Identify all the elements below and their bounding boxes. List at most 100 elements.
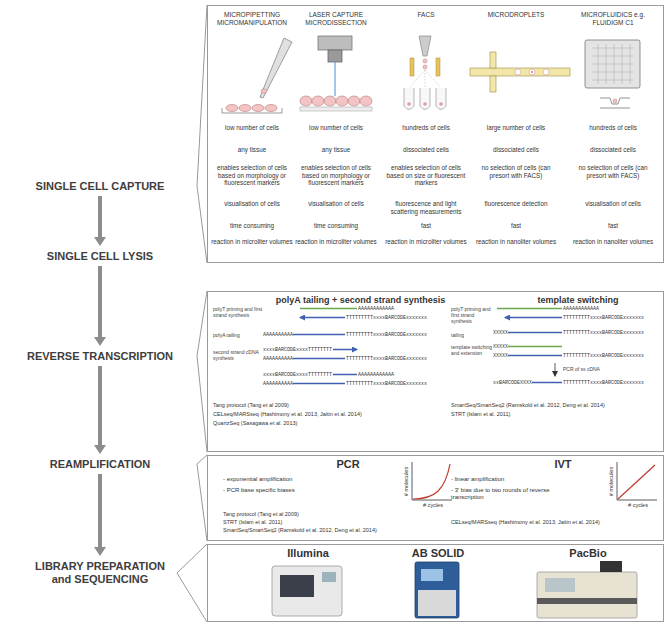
panel-text: TTTTTTTTTxxxxBARCODExxxxxxx (563, 315, 644, 322)
arrow-shaft (98, 266, 102, 338)
slide (300, 107, 372, 111)
panel-text: any tissue (294, 146, 378, 154)
panel-text: reaction in nanoliter volumes (571, 238, 655, 246)
panel-text: AAAAAAAAAAAA (358, 306, 394, 313)
panel-text: # cycles (413, 502, 453, 509)
cdna-strand (293, 383, 345, 385)
cell (300, 96, 312, 106)
bracket-line (177, 544, 207, 622)
panel-text: xxxxBARCODExxxxTTTTTTTT (263, 347, 332, 354)
arrow-head (94, 547, 106, 556)
panel-text: enables selection of cells based on morp… (210, 164, 294, 187)
laser-lens (328, 50, 342, 62)
cdna-strand (508, 355, 562, 357)
sequencer-stripe (537, 598, 637, 604)
panel-text: low number of cells (294, 124, 378, 132)
panel-text: xxBARCODEXXXX (493, 380, 532, 387)
panel-text: TTTTTTTTTxxxxBARCODExxxxxxx (563, 353, 644, 360)
panel-text: CELseq/MARSseq (Hashimony et al. 2013, J… (451, 519, 600, 526)
cell (423, 102, 427, 106)
panel-text: SmartSeq/SmartSeq2 (Ramskold et al. 2012… (451, 402, 605, 409)
mrna-strand (497, 308, 562, 310)
sequencer-screen (600, 561, 622, 572)
arrow-head (94, 337, 106, 346)
panel-text: - linear amplification (451, 476, 571, 483)
sequencer-illumina (272, 566, 342, 616)
cdna-strand (505, 317, 562, 319)
cell (324, 96, 336, 106)
arrow-head (94, 237, 106, 246)
panel-text: - exponential amplification (223, 476, 393, 483)
panel-text: Illumina (263, 547, 353, 560)
tube (436, 88, 446, 110)
panel-text: STRT (Islam et al. 2011) (451, 411, 510, 418)
tube (404, 88, 414, 110)
inlet (490, 76, 496, 92)
panel-text: low number of cells (210, 124, 294, 132)
panel-text: template switching and extension (451, 344, 493, 356)
droplet (423, 59, 427, 63)
arrow-shaft (98, 366, 102, 446)
flow-arrow (94, 266, 106, 346)
inlet (490, 52, 496, 68)
cdna-strand (532, 382, 562, 384)
panel-text: polyT priming and first strand synthesis (213, 306, 263, 318)
panel-text: XXXXX (493, 344, 508, 351)
panel-text: Tang protocol (Tang et al 2009) (223, 511, 299, 518)
panel-text: TTTTTTTTTxxxxBARCODExxxxxxx (346, 356, 427, 363)
panel-text: AAAAAAAAAA (263, 356, 293, 363)
sequencer-screen (421, 569, 443, 581)
panel-text: FACS (384, 11, 468, 19)
panel-text: polyA tailing + second strand synthesis (268, 295, 453, 306)
cell (531, 71, 533, 73)
laser-beam (334, 62, 335, 96)
panel-text: MICROFLUIDICS e.g. FLUIDIGM C1 (571, 11, 655, 27)
panel-text: TTTTTTTTTxxxxBARCODExxxxxxx (563, 330, 644, 337)
method-panel: polyA tailing + second strand synthesis t… (207, 291, 664, 452)
panel-text: Tang protocol (Tang et al 2009) (213, 402, 289, 409)
panel-text: no selection of cells (can presort with … (571, 164, 655, 179)
panel-text: visualisation of cells (294, 200, 378, 208)
stage-label: LIBRARY PREPARATION and SEQUENCING (25, 558, 175, 588)
panel-text: MICRODROPLETS (474, 11, 558, 19)
droplet (543, 69, 549, 75)
panel-text: XXXXX (493, 330, 508, 337)
panel-text: visualisation of cells (210, 200, 294, 208)
deflection-plate (436, 58, 440, 76)
cell (252, 105, 264, 112)
panel-text: reaction in microliter volumes (294, 238, 378, 246)
panel-text: - 3' bias due to two rounds of reverse t… (451, 487, 571, 501)
panel-text: AAAAAAAAAA (263, 381, 293, 388)
method-panel: IlluminaAB SOLIDPacBio (207, 544, 664, 622)
cell (239, 105, 251, 112)
graph-axes (412, 462, 452, 500)
panel-text: STRT (Islam et al. 2011) (223, 519, 282, 526)
sequencer-pacbio (537, 572, 637, 618)
panel-text: # molecules (403, 462, 410, 502)
bracket-path (197, 5, 207, 263)
sequencer-window (545, 578, 575, 592)
droplet-path (409, 70, 441, 88)
panel-text: # molecules (608, 462, 615, 502)
stage-text: REAMPLIFICATION (50, 458, 151, 471)
droplet (515, 69, 521, 75)
panel-text: reaction in microliter volumes (210, 238, 294, 246)
panel-text: reaction in nanoliter volumes (474, 238, 558, 246)
channel (470, 68, 570, 76)
panel-text: fluorescence detection (474, 200, 558, 208)
panel-text: reaction in microliter volumes (384, 238, 468, 246)
panel-text: visualisation of cells (571, 200, 655, 208)
panel-text: AAAAAAAAAAAA (358, 372, 394, 379)
panel-text: fluorescence and light scattering measur… (384, 200, 468, 215)
cell (261, 89, 267, 93)
panel-text: hundreds of cells (384, 124, 468, 132)
sequencer-solid (415, 562, 459, 618)
panel-text: TTTTTTTTTxxxxBARCODExxxxxxx (563, 380, 644, 387)
bracket-path (197, 455, 207, 541)
cell (439, 102, 443, 106)
flow-arrow (94, 474, 106, 556)
panel-text: IVT (523, 458, 603, 471)
panel-text: XXXXX (493, 353, 508, 360)
facs-nozzle (419, 36, 431, 56)
stage-text: LIBRARY PREPARATION and SEQUENCING (25, 560, 175, 586)
